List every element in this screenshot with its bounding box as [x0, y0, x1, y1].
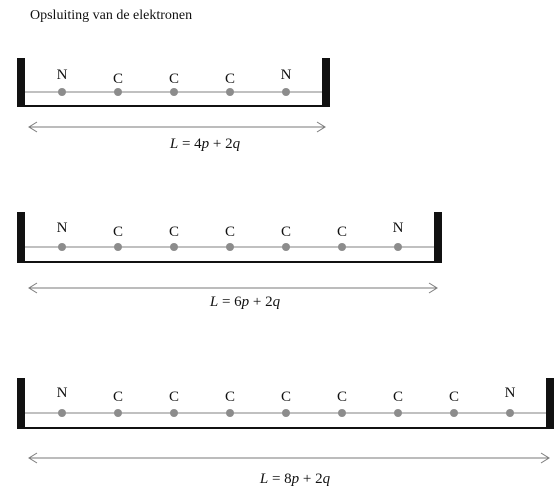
- right-wall: [322, 58, 330, 107]
- atom-label: C: [225, 389, 235, 405]
- atom-dot: [338, 409, 346, 417]
- formula-part-k1: 6: [234, 294, 242, 310]
- formula-part-p: p: [201, 136, 210, 152]
- atom-label: C: [169, 71, 179, 87]
- atom-dot: [170, 88, 178, 96]
- arrowhead-left: [28, 452, 38, 464]
- atom-label: C: [113, 389, 123, 405]
- atom-label: C: [281, 389, 291, 405]
- atom-label: C: [449, 389, 459, 405]
- atom-dot: [282, 409, 290, 417]
- formula-part-k1: 4: [194, 136, 202, 152]
- atom-label: C: [113, 71, 123, 87]
- atom-label: N: [281, 67, 292, 83]
- box-3: N C C C C C C C N L = 8p + 2q: [17, 378, 554, 487]
- arrowhead-right: [316, 121, 326, 133]
- length-formula: L = 4p + 2q: [169, 136, 241, 152]
- formula-part-p: p: [241, 294, 250, 310]
- box-1: N C C C N L = 4p + 2q: [17, 58, 330, 152]
- formula-part-k1: 8: [284, 471, 292, 487]
- atom-label: N: [57, 385, 68, 401]
- atom-dot: [58, 409, 66, 417]
- atom-dot: [170, 243, 178, 251]
- atom-label: C: [169, 224, 179, 240]
- formula-part-plus: + 2: [209, 136, 232, 152]
- atom-dot: [282, 88, 290, 96]
- formula-part-var: L: [259, 471, 268, 487]
- atom-dot: [450, 409, 458, 417]
- atom-dot: [394, 243, 402, 251]
- atom-dot: [394, 409, 402, 417]
- atom-label: C: [393, 389, 403, 405]
- atom-dot: [58, 88, 66, 96]
- atom-dot: [58, 243, 66, 251]
- formula-part-eq: =: [178, 136, 194, 152]
- atom-label: C: [113, 224, 123, 240]
- left-wall: [17, 378, 25, 429]
- formula-part-plus: + 2: [299, 471, 322, 487]
- formula-part-var: L: [169, 136, 178, 152]
- atom-label: C: [281, 224, 291, 240]
- diagram-title: Opsluiting van de elektronen: [30, 8, 193, 23]
- arrowhead-right: [540, 452, 550, 464]
- atom-dot: [114, 243, 122, 251]
- length-formula: L = 6p + 2q: [209, 294, 281, 310]
- formula-part-var: L: [209, 294, 218, 310]
- atom-label: C: [337, 389, 347, 405]
- atom-label: C: [225, 224, 235, 240]
- arrowhead-left: [28, 282, 38, 294]
- atom-label: N: [57, 220, 68, 236]
- arrowhead-right: [428, 282, 438, 294]
- formula-part-plus: + 2: [249, 294, 272, 310]
- formula-part-q: q: [233, 136, 241, 152]
- atom-dot: [114, 88, 122, 96]
- formula-part-q: q: [323, 471, 331, 487]
- arrowhead-left: [28, 121, 38, 133]
- left-wall: [17, 58, 25, 107]
- formula-part-p: p: [291, 471, 300, 487]
- atom-dot: [282, 243, 290, 251]
- atom-label: N: [57, 67, 68, 83]
- formula-part-eq: =: [268, 471, 284, 487]
- box-2: N C C C C C N L = 6p + 2q: [17, 212, 442, 310]
- right-wall: [434, 212, 442, 263]
- right-wall: [546, 378, 554, 429]
- atom-dot: [226, 88, 234, 96]
- formula-part-q: q: [273, 294, 281, 310]
- atom-label: N: [393, 220, 404, 236]
- atom-dot: [506, 409, 514, 417]
- atom-dot: [170, 409, 178, 417]
- atom-dot: [114, 409, 122, 417]
- atom-label: C: [169, 389, 179, 405]
- atom-dot: [226, 243, 234, 251]
- length-formula: L = 8p + 2q: [259, 471, 331, 487]
- atom-dot: [338, 243, 346, 251]
- atom-label: N: [505, 385, 516, 401]
- formula-part-eq: =: [218, 294, 234, 310]
- atom-dot: [226, 409, 234, 417]
- atom-label: C: [225, 71, 235, 87]
- left-wall: [17, 212, 25, 263]
- atom-label: C: [337, 224, 347, 240]
